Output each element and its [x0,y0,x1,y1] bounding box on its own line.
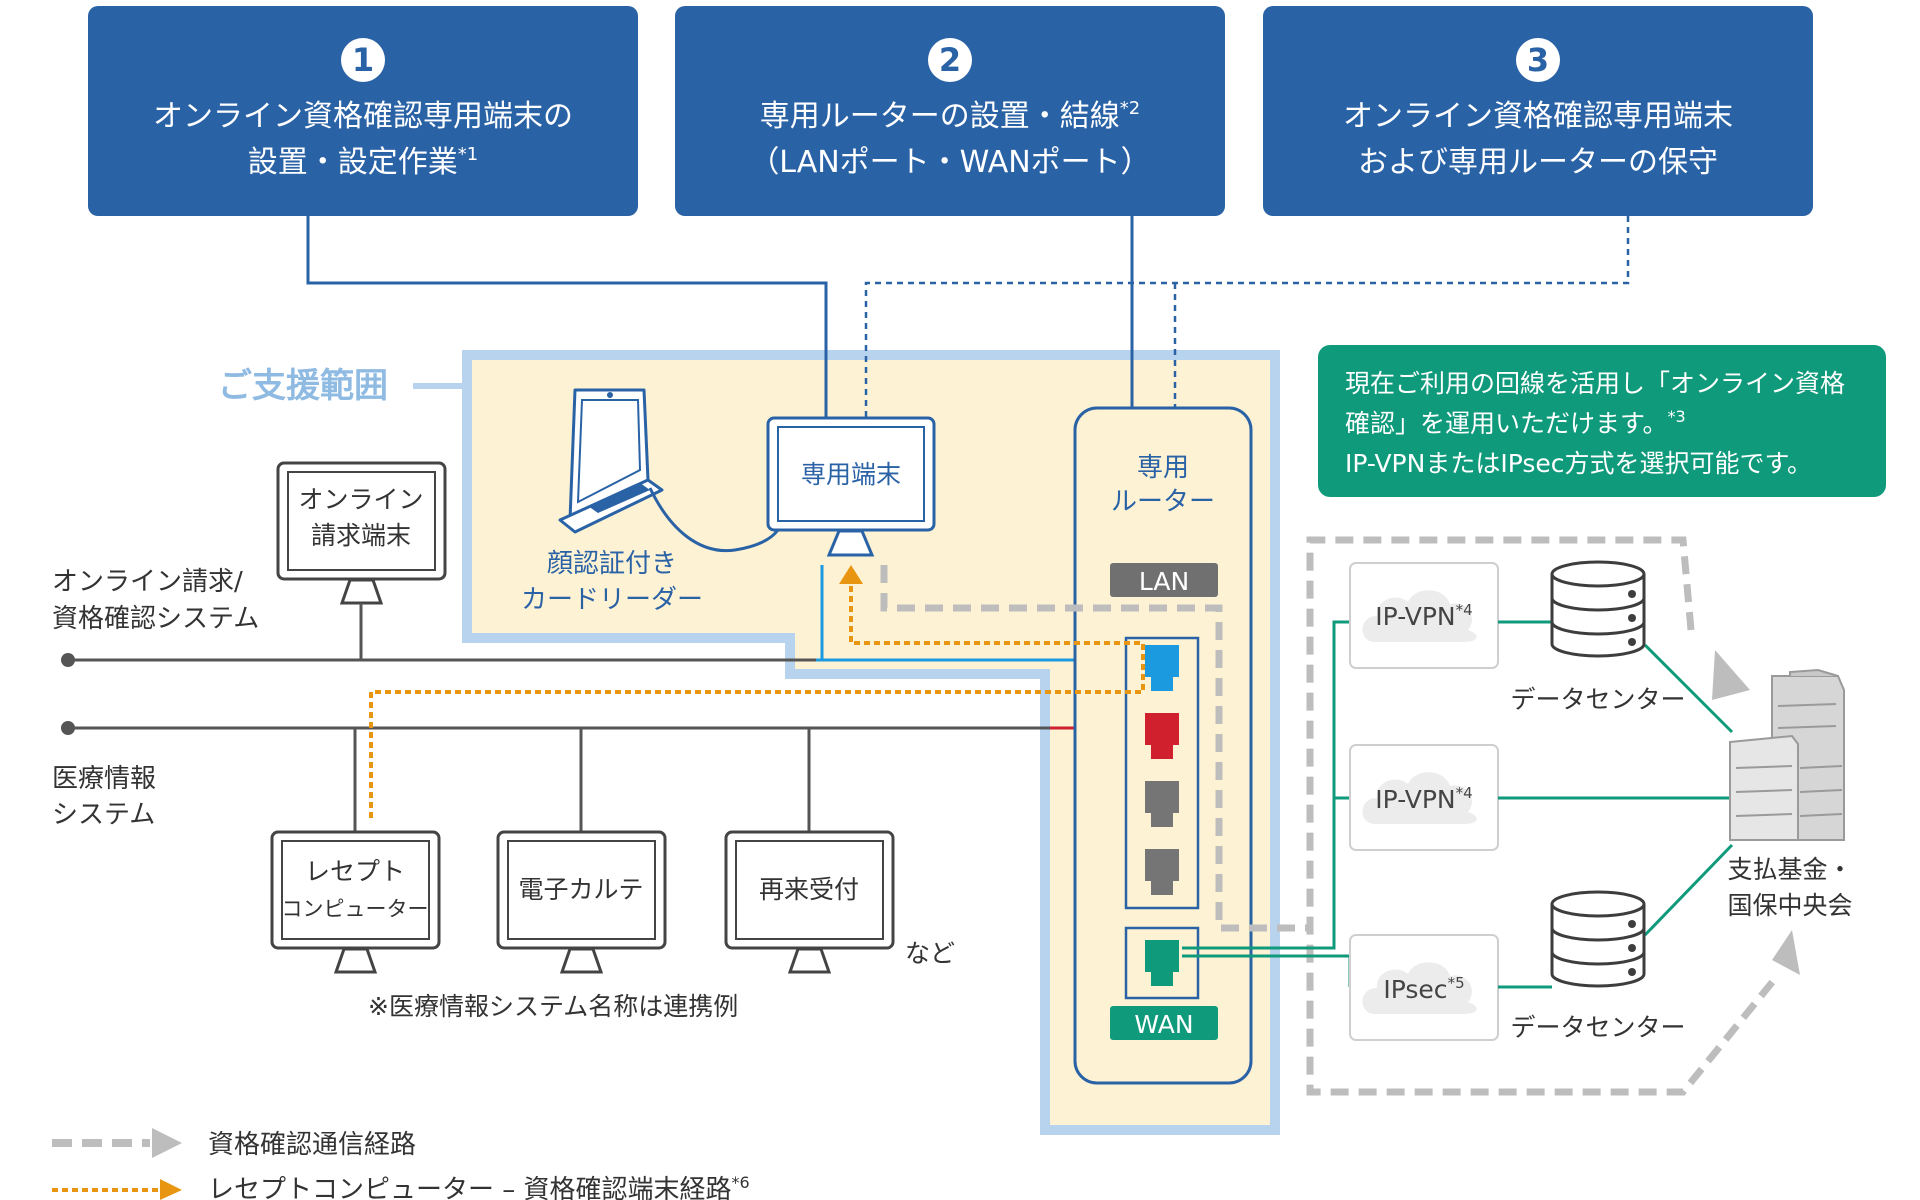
online-network-label-2: 資格確認システム [52,604,259,634]
service-3-line1: オンライン資格確認専用端末 [1343,99,1733,134]
service-1-line2: 設置・設定作業 [248,145,458,180]
online-billing-label-1: オンライン [298,485,423,514]
reception-label: 再来受付 [759,875,859,904]
router-label-1: 専用 [1137,453,1189,483]
dedicated-terminal: 専用端末 [766,416,936,557]
data-center-1-label: データセンター [1510,685,1685,714]
reception-terminal: 再来受付 [724,728,895,974]
dedicated-router: 専用 ルーター LAN WAN [1073,406,1253,1085]
receipt-terminal-path [369,583,1145,818]
info-line2: 確認」を運用いただけます。 [1345,409,1668,438]
cloud-1-label: IP-VPN [1375,602,1455,631]
service-3-number: 3 [1527,41,1549,79]
ip-vpn-cloud-1: IP-VPN*4 [1349,562,1499,669]
service-3-connector-to-terminal [864,216,1630,418]
info-line2-note: *3 [1668,407,1686,426]
ehr-terminal: 電子カルテ [496,728,667,974]
service-box-1: 1 オンライン資格確認専用端末の 設置・設定作業*1 [88,6,638,216]
online-network-label-1: オンライン請求/ [52,567,243,597]
data-center-2-label: データセンター [1510,1013,1685,1042]
receipt-computer-terminal: レセプト コンピューター [270,728,441,974]
cloud-2-label: IP-VPN [1375,785,1455,814]
svg-text:確認」を運用いただけます。*3: 確認」を運用いただけます。*3 [1345,407,1686,438]
wan-line-1 [1182,620,1350,950]
service-2-number: 2 [939,41,961,79]
svg-text:IP-VPN*4: IP-VPN*4 [1375,784,1472,814]
legend-label-2: レセプトコンピューター – 資格確認端末経路 [208,1175,732,1200]
service-1-note: *1 [458,144,478,165]
service-2-line1: 専用ルーターの設置・結線 [760,99,1120,134]
svg-text:専用ルーターの設置・結線*2: 専用ルーターの設置・結線*2 [760,98,1140,134]
medical-network-label-1: 医療情報 [52,764,156,794]
service-1-number: 1 [352,41,374,79]
legend-note-2: *6 [732,1173,750,1192]
data-center-2: データセンター [1510,890,1686,1042]
medical-network-label-2: システム [52,800,155,830]
ip-vpn-cloud-2: IP-VPN*4 [1349,744,1499,851]
destination-label-2: 国保中央会 [1727,891,1852,920]
service-3-line2: および専用ルーターの保守 [1358,145,1718,180]
destination-label-1: 支払基金・ [1727,855,1852,884]
ehr-label: 電子カルテ [518,875,643,904]
support-scope-label: ご支援範囲 [218,366,388,406]
service-box-3: 3 オンライン資格確認専用端末 および専用ルーターの保守 [1263,6,1813,216]
svg-text:IPsec*5: IPsec*5 [1383,974,1464,1004]
svg-text:IP-VPN*4: IP-VPN*4 [1375,601,1472,631]
service-1-line1: オンライン資格確認専用端末の [153,99,573,134]
qualification-path-outer [1306,536,1781,1096]
building-icon [1729,668,1845,841]
online-billing-label-2: 請求端末 [311,521,411,550]
cloud-1-note: *4 [1456,601,1473,619]
cloud-3-note: *5 [1448,974,1465,992]
info-line3: IP-VPNまたはIPsec方式を選択可能です。 [1345,449,1812,478]
systems-note: ※医療情報システム名称は連携例 [368,992,738,1021]
etc-label: など [905,939,955,968]
svg-text:設置・設定作業*1: 設置・設定作業*1 [248,144,478,180]
lan-label: LAN [1139,567,1189,596]
ipsec-cloud: IPsec*5 [1349,934,1499,1041]
service-box-2: 2 専用ルーターの設置・結線*2 （LANポート・WANポート） [675,6,1225,216]
card-reader-label-1: 顔認証付き [547,549,677,579]
cloud-2-note: *4 [1456,784,1473,802]
legend: 資格確認通信経路 レセプトコンピューター – 資格確認端末経路*6 [52,1128,750,1200]
cloud-3-label: IPsec [1383,975,1447,1004]
info-line1: 現在ご利用の回線を活用し「オンライン資格 [1345,369,1845,398]
face-auth-card-reader: 顔認証付き カードリーダー [521,388,780,615]
wan-label: WAN [1134,1010,1193,1039]
card-reader-label-2: カードリーダー [521,585,703,615]
service-2-note: *2 [1120,98,1140,119]
dedicated-terminal-label: 専用端末 [801,460,901,489]
receipt-label-2: コンピューター [282,897,429,921]
router-label-2: ルーター [1111,487,1215,517]
svg-text:レセプトコンピューター – 資格確認端末経路*6: レセプトコンピューター – 資格確認端末経路*6 [208,1173,750,1200]
service-1-connector [306,216,828,418]
service-2-line2: （LANポート・WANポート） [749,145,1150,180]
receipt-label-1: レセプト [305,857,405,886]
support-scope-region [462,350,1280,1135]
qualification-path-internal [880,565,1310,932]
legend-label-1: 資格確認通信経路 [208,1130,416,1160]
data-center-1: データセンター [1510,560,1686,714]
online-billing-terminal: オンライン 請求端末 [276,461,447,660]
info-box: 現在ご利用の回線を活用し「オンライン資格 確認」を運用いただけます。*3 IP-… [1318,345,1886,497]
